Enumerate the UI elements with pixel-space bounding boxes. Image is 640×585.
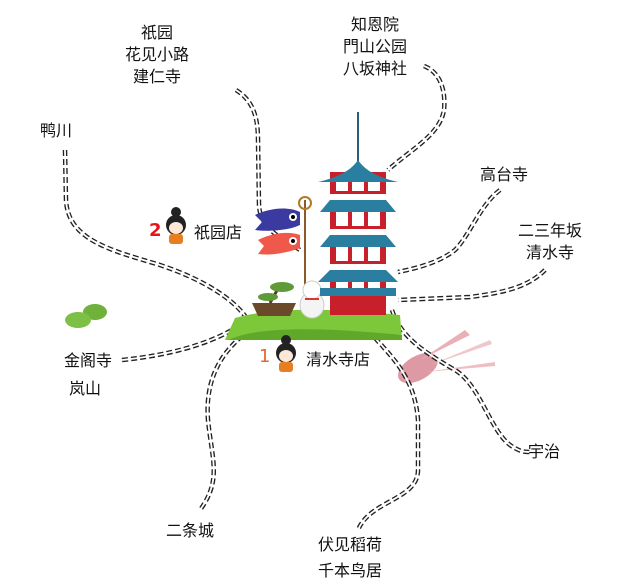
- label-line: 清水寺: [526, 243, 575, 262]
- label-line: 岚山: [69, 379, 102, 398]
- label-fushimi: 伏见稻荷 千本鸟居: [318, 532, 382, 584]
- store-label-gion[interactable]: 祇园店: [194, 223, 243, 242]
- store-label-kiyomizu[interactable]: 清水寺店: [306, 350, 371, 369]
- label-uji: 宇治: [528, 442, 561, 461]
- doll-icon-gion: [166, 207, 186, 244]
- label-line: 祇园: [141, 23, 174, 42]
- label-sannenzaka: 二三年坂 清水寺: [518, 220, 582, 264]
- store-number-kiyomizu: 1: [259, 346, 271, 367]
- label-gion: 祇园 花见小路 建仁寺: [125, 22, 189, 88]
- label-line: 建仁寺: [133, 67, 182, 86]
- label-line: 門山公园: [343, 37, 408, 56]
- carp-streamer-icon: [255, 196, 312, 300]
- label-kodaiji: 高台寺: [480, 165, 529, 184]
- label-line: 伏见稻荷: [318, 535, 383, 554]
- ink-splash: [398, 330, 495, 384]
- label-line: 花见小路: [125, 45, 190, 64]
- label-line: 千本鸟居: [318, 561, 383, 580]
- bush-icon: [65, 304, 107, 328]
- label-chionin: 知恩院 門山公园 八坂神社: [343, 14, 407, 80]
- label-kamogawa: 鸭川: [40, 121, 73, 140]
- store-number-gion: 2: [149, 220, 162, 241]
- label-line: 八坂神社: [343, 59, 408, 78]
- label-line: 知恩院: [351, 15, 400, 34]
- doll-icon-kiyomizu: [276, 335, 296, 372]
- label-nijo: 二条城: [166, 521, 215, 540]
- bonsai-icon: [252, 282, 296, 316]
- label-kinkakuji: 金阁寺 岚山: [64, 347, 112, 403]
- label-line: 二三年坂: [518, 221, 583, 240]
- pagoda-icon: [318, 112, 398, 315]
- label-line: 金阁寺: [64, 351, 113, 370]
- lucky-cat-icon: [299, 280, 325, 319]
